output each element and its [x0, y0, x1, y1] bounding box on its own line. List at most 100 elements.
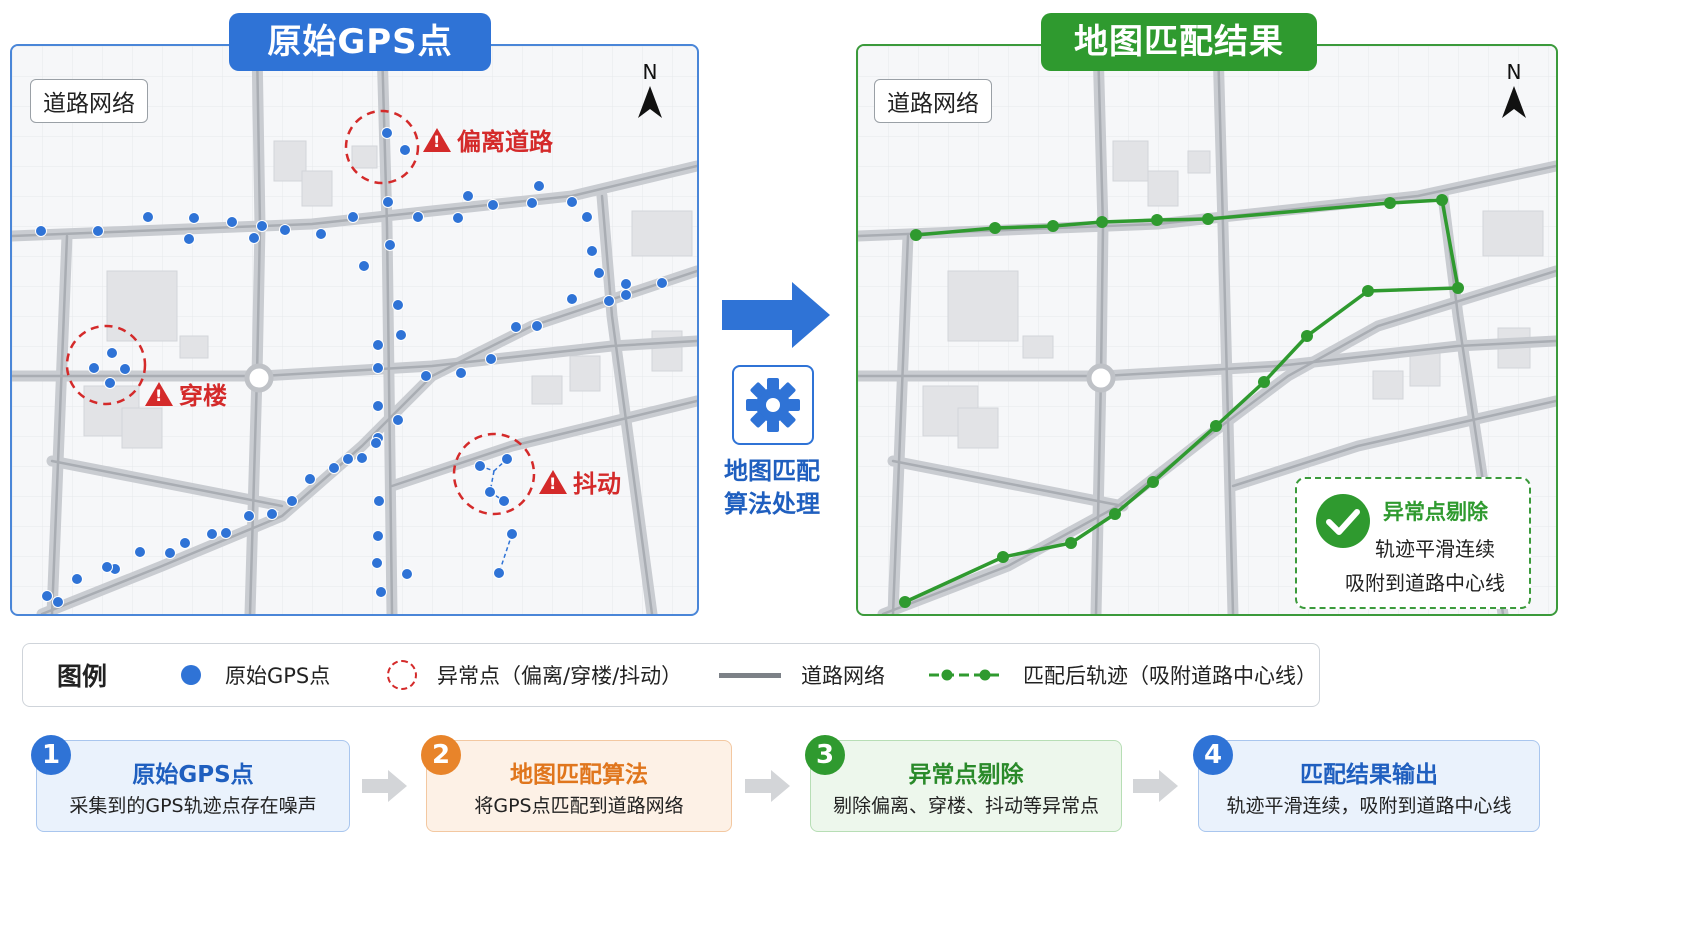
- gps-point: [603, 295, 615, 307]
- gps-point: [266, 508, 278, 520]
- legend-road: 道路网络: [719, 644, 885, 706]
- gps-point: [304, 473, 316, 485]
- warning-icon: [145, 381, 173, 406]
- legend-anomaly: 异常点（偏离/穿楼/抖动）: [387, 644, 682, 706]
- legend-anomaly-label: 异常点（偏离/穿楼/抖动）: [437, 664, 683, 688]
- gps-point: [370, 437, 382, 449]
- matched-point: [989, 222, 1001, 234]
- step-title: 原始GPS点: [132, 762, 254, 788]
- step-desc: 轨迹平滑连续，吸附到道路中心线: [1226, 795, 1512, 817]
- gps-point: [452, 212, 464, 224]
- gps-point: [484, 486, 496, 498]
- gps-point: [501, 453, 513, 465]
- step-number: 3: [805, 735, 845, 775]
- matched-point: [1151, 214, 1163, 226]
- gps-point: [526, 197, 538, 209]
- north-label: N: [1506, 60, 1522, 84]
- buildings: [922, 140, 1544, 449]
- gps-point: [35, 225, 47, 237]
- gps-point: [620, 278, 632, 290]
- gps-point: [256, 220, 268, 232]
- north-arrow-right: N: [1500, 60, 1528, 125]
- algorithm-label-line1: 地图匹配: [724, 457, 820, 485]
- gps-point: [384, 239, 396, 251]
- gps-point: [88, 362, 100, 374]
- legend: 图例 原始GPS点 异常点（偏离/穿楼/抖动） 道路网络 匹配后轨迹（吸附道路中…: [22, 643, 1320, 707]
- matched-point: [1065, 537, 1077, 549]
- warning-label: 偏离道路: [457, 128, 553, 156]
- step-raw-gps: 1 原始GPS点 采集到的GPS轨迹点存在噪声: [31, 735, 350, 832]
- matched-point: [1258, 376, 1270, 388]
- matched-title: 地图匹配结果: [1041, 13, 1317, 71]
- matched-trajectory: [899, 194, 1464, 608]
- algorithm-label: 地图匹配 算法处理: [712, 455, 832, 521]
- matched-point: [1047, 220, 1059, 232]
- matched-point: [1109, 508, 1121, 520]
- step-number: 4: [1193, 735, 1233, 775]
- warning-jitter: 抖动: [539, 464, 621, 499]
- gps-point: [373, 495, 385, 507]
- road-network-label-left: 道路网络: [30, 79, 148, 123]
- matched-point: [997, 551, 1009, 563]
- legend-matched-label: 匹配后轨迹（吸附道路中心线）: [1023, 664, 1317, 688]
- gps-point: [420, 370, 432, 382]
- gps-point: [315, 228, 327, 240]
- gps-point: [395, 329, 407, 341]
- anomaly-circles: [65, 109, 536, 516]
- matched-point: [1210, 420, 1222, 432]
- step-desc: 采集到的GPS轨迹点存在噪声: [69, 795, 317, 817]
- gps-point: [188, 212, 200, 224]
- result-line-outliers: 异常点剔除: [1383, 500, 1488, 524]
- matched-point: [899, 596, 911, 608]
- warning-label: 穿楼: [179, 382, 227, 410]
- matched-panel: [856, 44, 1558, 616]
- gps-point: [92, 225, 104, 237]
- gps-point: [487, 199, 499, 211]
- green-track-icon: [929, 669, 1001, 681]
- north-icon: [1502, 86, 1526, 118]
- gps-point: [220, 527, 232, 539]
- raw-gps-title: 原始GPS点: [229, 13, 491, 71]
- gps-point: [498, 495, 510, 507]
- matched-point: [1096, 216, 1108, 228]
- gps-point: [372, 530, 384, 542]
- step-number: 1: [31, 735, 71, 775]
- warning-off-road: 偏离道路: [423, 122, 553, 157]
- warning-icon: [539, 469, 567, 494]
- gps-point: [372, 339, 384, 351]
- gps-point: [358, 260, 370, 272]
- gps-point: [243, 510, 255, 522]
- step-algorithm: 2 地图匹配算法 将GPS点匹配到道路网络: [421, 735, 732, 832]
- legend-title: 图例: [57, 662, 108, 691]
- step-number: 2: [421, 735, 461, 775]
- gps-point: [119, 363, 131, 375]
- gps-point: [71, 573, 83, 585]
- legend-matched: 匹配后轨迹（吸附道路中心线）: [929, 644, 1317, 706]
- warning-through-building: 穿楼: [145, 376, 227, 411]
- gps-point: [248, 232, 260, 244]
- matched-point: [1452, 282, 1464, 294]
- gps-point: [656, 277, 668, 289]
- step-title: 地图匹配算法: [510, 762, 648, 788]
- gps-point: [399, 144, 411, 156]
- gps-point: [206, 528, 218, 540]
- gps-point: [493, 567, 505, 579]
- step-title: 异常点剔除: [908, 762, 1024, 788]
- gps-point: [286, 495, 298, 507]
- blue-dot-icon: [181, 665, 201, 685]
- gps-point: [566, 293, 578, 305]
- result-summary-box: 异常点剔除 轨迹平滑连续 吸附到道路中心线: [1295, 477, 1531, 609]
- north-arrow-left: N: [636, 60, 664, 125]
- gps-point: [375, 586, 387, 598]
- legend-raw-gps-label: 原始GPS点: [225, 664, 331, 688]
- gps-point: [52, 596, 64, 608]
- process-arrow-icon: [722, 282, 830, 348]
- step-arrow-icon: [745, 770, 790, 802]
- raw-gps-panel: [10, 44, 699, 616]
- result-line-snap: 吸附到道路中心线: [1345, 571, 1505, 595]
- gps-point: [142, 211, 154, 223]
- gps-point: [179, 537, 191, 549]
- step-output: 4 匹配结果输出 轨迹平滑连续，吸附到道路中心线: [1193, 735, 1540, 832]
- gps-point: [533, 180, 545, 192]
- gps-point: [474, 460, 486, 472]
